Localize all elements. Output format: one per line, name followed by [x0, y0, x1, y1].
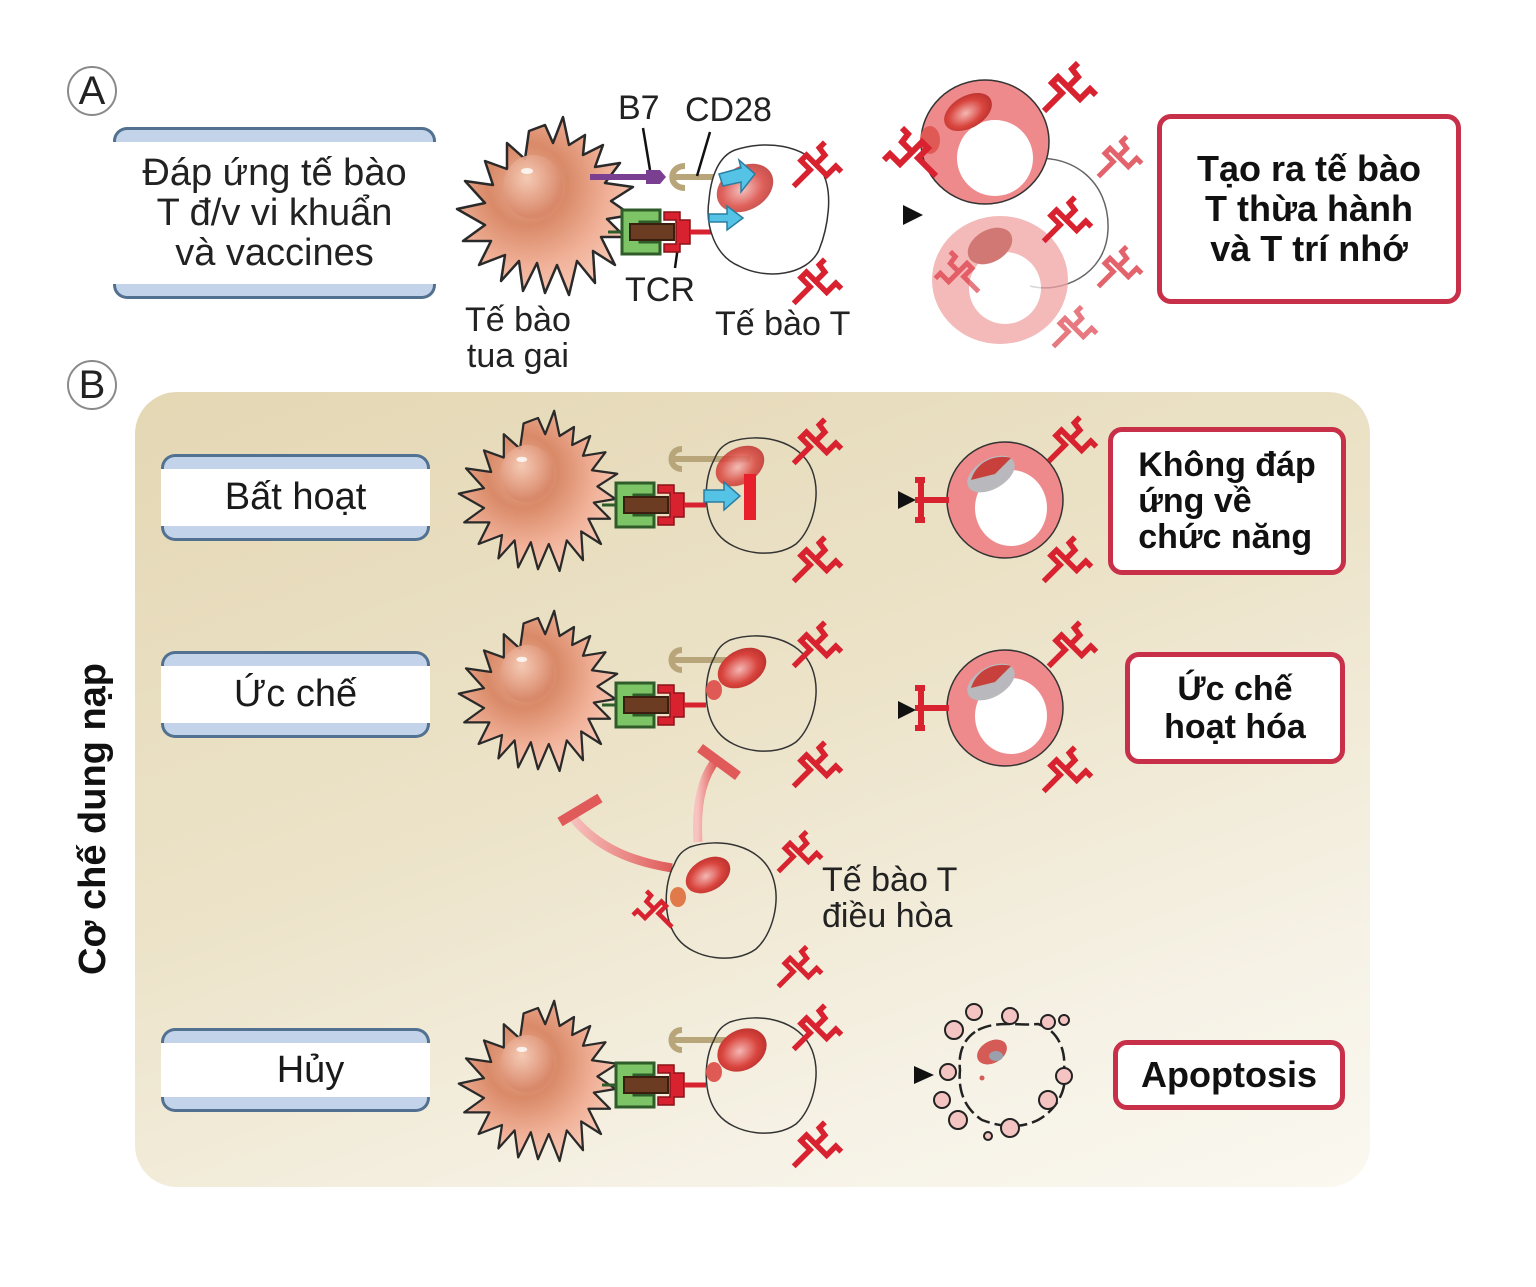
mechanism-label-deletion: Hủy: [276, 1048, 345, 1091]
receptor-icon: [1095, 240, 1145, 290]
label-cd28: CD28: [685, 91, 772, 129]
activated-t-cells: [920, 79, 1109, 344]
receptor-icon: [790, 135, 845, 190]
outcome-label-a: Tạo ra tế bào T thừa hành và T trí nhớ: [1196, 148, 1422, 269]
receptor-icon: [1040, 55, 1100, 115]
mechanism-box-anergy: Bất hoạt: [161, 454, 430, 541]
tcr-mhc-synapse-b1: [598, 455, 708, 545]
outcome-box-anergy: Không đáp ứng về chức năng: [1108, 427, 1346, 575]
label-dendritic-cell: Tế bào tua gai: [465, 301, 571, 375]
receptor-icon: [790, 412, 845, 467]
receptor-icon: [1050, 300, 1100, 350]
condition-label-a: Đáp ứng tế bào T đ/v vi khuẩn và vaccine…: [142, 152, 407, 274]
receptor-icon: [630, 885, 675, 930]
label-regulatory-t-cell: Tế bào T điều hòa: [822, 861, 958, 935]
outcome-label-deletion: Apoptosis: [1141, 1054, 1317, 1095]
receptor-icon: [932, 245, 982, 295]
mechanism-label-suppression: Ức chế: [233, 673, 358, 715]
panel-b-marker: B: [67, 360, 117, 410]
arrow-icon: [828, 701, 916, 719]
receptor-icon: [790, 252, 845, 307]
receptor-icon: [1040, 530, 1095, 585]
label-t-cell: Tế bào T: [715, 305, 851, 343]
mechanism-box-deletion: Hủy: [161, 1028, 430, 1112]
inhibition-arc-to-dc: [557, 793, 673, 873]
label-b7: B7: [618, 89, 660, 127]
condition-box-a: Đáp ứng tế bào T đ/v vi khuẩn và vaccine…: [113, 127, 436, 299]
outcome-box-deletion: Apoptosis: [1113, 1040, 1345, 1110]
arrow-icon: [828, 1066, 934, 1084]
outcome-box-suppression: Ức chế hoạt hóa: [1125, 652, 1345, 764]
tcr-mhc-synapse-b2: [598, 655, 708, 745]
receptor-icon: [775, 825, 825, 875]
receptor-icon: [790, 530, 845, 585]
mechanism-label-anergy: Bất hoạt: [224, 476, 367, 518]
inhibition-arc-to-t-cell: [693, 743, 741, 843]
panel-b-marker-text: B: [78, 362, 106, 407]
receptor-icon: [880, 120, 940, 180]
receptor-icon: [790, 735, 845, 790]
receptor-icon: [1040, 190, 1095, 245]
mechanism-box-suppression: Ức chế: [161, 651, 430, 738]
suppressed-t-cell: [915, 649, 1064, 767]
t-cell-b3: [705, 1017, 817, 1134]
receptor-icon: [1045, 615, 1100, 670]
receptor-icon: [1045, 410, 1100, 465]
receptor-icon: [790, 998, 845, 1053]
receptor-icon: [775, 940, 825, 990]
receptor-icon: [790, 1115, 845, 1170]
vertical-title: Cơ chế dung nạp: [72, 662, 114, 975]
arrow-icon: [828, 491, 916, 509]
label-tcr: TCR: [625, 271, 695, 309]
regulatory-t-cell: [665, 842, 777, 959]
panel-a-marker: A: [67, 66, 117, 116]
t-cell-a: [707, 144, 830, 275]
panel-a-marker-text: A: [78, 68, 106, 113]
outcome-label-anergy: Không đáp ứng về chức năng: [1138, 446, 1316, 556]
arrow-icon: [825, 205, 923, 225]
tcr-mhc-synapse-b3: [598, 1035, 708, 1125]
outcome-label-suppression: Ức chế hoạt hóa: [1164, 670, 1306, 746]
t-cell-b2: [705, 635, 817, 752]
anergic-t-cell: [915, 441, 1064, 559]
outcome-box-a: Tạo ra tế bào T thừa hành và T trí nhớ: [1157, 114, 1461, 304]
receptor-icon: [1095, 130, 1145, 180]
receptor-icon: [790, 615, 845, 670]
receptor-icon: [1040, 740, 1095, 795]
apoptotic-cell: [933, 1003, 1073, 1141]
